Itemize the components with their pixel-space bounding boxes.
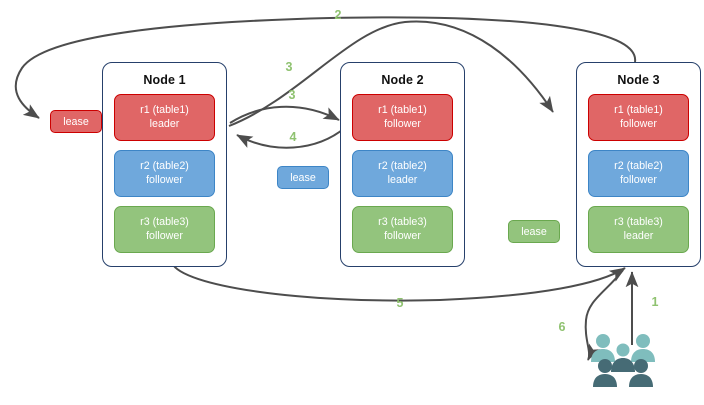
replica-name: r2 (table2) <box>140 160 189 172</box>
replica-name: r3 (table3) <box>378 216 427 228</box>
replica-name: r1 (table1) <box>614 104 663 116</box>
edge-label-3-long: 3 <box>285 60 293 74</box>
node-3-replicas: r1 (table1) follower r2 (table2) followe… <box>577 94 700 263</box>
lease-badge-blue[interactable]: lease <box>277 166 329 189</box>
edge-label-6: 6 <box>558 320 566 334</box>
node-1[interactable]: Node 1 r1 (table1) leader r2 (table2) fo… <box>102 62 227 267</box>
replica-name: r3 (table3) <box>140 216 189 228</box>
replica-role: follower <box>146 173 183 186</box>
replica-role: follower <box>620 117 657 130</box>
node-3[interactable]: Node 3 r1 (table1) follower r2 (table2) … <box>576 62 701 267</box>
replica-role: follower <box>384 117 421 130</box>
node-2-title: Node 2 <box>381 73 424 87</box>
edge-label-4: 4 <box>289 130 297 144</box>
node-3-replica-r2[interactable]: r2 (table2) follower <box>588 150 689 197</box>
replica-role: leader <box>387 173 418 186</box>
lease-badge-red[interactable]: lease <box>50 110 102 133</box>
replica-role: leader <box>149 117 180 130</box>
replica-name: r1 (table1) <box>378 104 427 116</box>
node-2-replica-r1[interactable]: r1 (table1) follower <box>352 94 453 141</box>
replica-role: leader <box>623 229 654 242</box>
node-1-replica-r1[interactable]: r1 (table1) leader <box>114 94 215 141</box>
edge-3-short-path <box>229 105 340 124</box>
replica-role: follower <box>384 229 421 242</box>
node-1-replica-r3[interactable]: r3 (table3) follower <box>114 206 215 253</box>
replica-name: r1 (table1) <box>140 104 189 116</box>
replica-role: follower <box>620 173 657 186</box>
node-1-replicas: r1 (table1) leader r2 (table2) follower … <box>103 94 226 263</box>
replica-name: r2 (table2) <box>378 160 427 172</box>
node-2[interactable]: Node 2 r1 (table1) follower r2 (table2) … <box>340 62 465 267</box>
edge-label-2: 2 <box>334 8 342 22</box>
edge-label-1: 1 <box>651 295 659 309</box>
replica-name: r2 (table2) <box>614 160 663 172</box>
node-1-title: Node 1 <box>143 73 186 87</box>
node-2-replicas: r1 (table1) follower r2 (table2) leader … <box>341 94 464 263</box>
edge-label-3-short: 3 <box>288 88 296 102</box>
node-3-replica-r1[interactable]: r1 (table1) follower <box>588 94 689 141</box>
replica-name: r3 (table3) <box>614 216 663 228</box>
node-2-replica-r3[interactable]: r3 (table3) follower <box>352 206 453 253</box>
node-3-title: Node 3 <box>617 73 660 87</box>
people-group-icon <box>591 334 655 387</box>
lease-badge-green[interactable]: lease <box>508 220 560 243</box>
node-3-replica-r3[interactable]: r3 (table3) leader <box>588 206 689 253</box>
node-2-replica-r2[interactable]: r2 (table2) leader <box>352 150 453 197</box>
edge-label-5: 5 <box>396 296 404 310</box>
replica-role: follower <box>146 229 183 242</box>
node-1-replica-r2[interactable]: r2 (table2) follower <box>114 150 215 197</box>
edge-5-path <box>171 262 626 302</box>
